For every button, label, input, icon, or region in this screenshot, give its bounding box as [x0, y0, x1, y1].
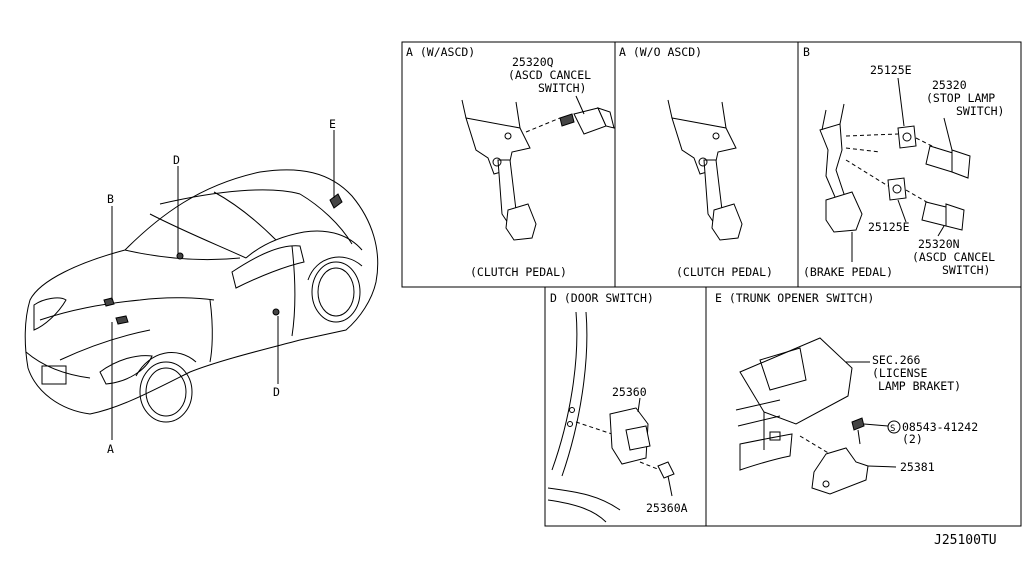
part-25125e-bottom: 25125E: [868, 220, 910, 234]
callout-d: D: [273, 385, 280, 399]
screw-symbol-letter: S: [890, 424, 895, 434]
panel-b: B 25125E 25320 (STOP LAMP SWITCH) 25125E…: [803, 45, 1004, 279]
callout-b: B: [107, 192, 114, 206]
sec-266-desc-1: (LICENSE: [872, 366, 927, 380]
part-25320-desc-1: (STOP LAMP: [926, 91, 995, 105]
callout-d-top: D: [173, 153, 180, 167]
sec-266: SEC.266: [872, 353, 921, 367]
panel-e: E (TRUNK OPENER SWITCH) SEC.266 (LICENSE…: [715, 291, 978, 495]
part-25381: 25381: [900, 460, 935, 474]
part-25320q: 25320Q: [512, 55, 554, 69]
part-25320n: 25320N: [918, 237, 960, 251]
part-25125e-top: 25125E: [870, 63, 912, 77]
panel-d-title: D (DOOR SWITCH): [550, 291, 654, 305]
part-25360: 25360: [612, 385, 647, 399]
panel-a-ascd: A (W/ASCD) 25320Q (ASCD CANCEL SWITCH) (…: [406, 45, 615, 279]
car-illustration: [24, 130, 379, 440]
panel-frames: [401, 41, 1022, 527]
panel-d: D (DOOR SWITCH) 25360 25360A: [547, 291, 688, 523]
panel-a-ascd-title: A (W/ASCD): [406, 45, 475, 59]
part-25320n-desc-1: (ASCD CANCEL: [912, 250, 995, 264]
screw-symbol: [887, 420, 901, 434]
panel-a-no-ascd-title: A (W/O ASCD): [619, 45, 702, 59]
screw-part: 08543-41242: [902, 420, 978, 434]
sec-266-desc-2: LAMP BRAKET): [878, 379, 961, 393]
panel-b-title: B: [803, 45, 810, 59]
diagram-code: J25100TU: [934, 533, 997, 548]
part-25320n-desc-2: SWITCH): [942, 263, 990, 277]
panel-a-ascd-caption: (CLUTCH PEDAL): [470, 265, 567, 279]
panel-e-title: E (TRUNK OPENER SWITCH): [715, 291, 874, 305]
callout-a: A: [107, 442, 114, 456]
part-25320-desc-2: SWITCH): [956, 104, 1004, 118]
panel-a-no-ascd-caption: (CLUTCH PEDAL): [676, 265, 773, 279]
part-25320: 25320: [932, 78, 967, 92]
part-25320q-desc-1: (ASCD CANCEL: [508, 68, 591, 82]
panel-a-no-ascd: A (W/O ASCD) (CLUTCH PEDAL): [619, 45, 773, 279]
part-25320q-desc-2: SWITCH): [538, 81, 586, 95]
screw-qty: (2): [902, 432, 923, 446]
panel-b-caption: (BRAKE PEDAL): [803, 265, 893, 279]
part-25360a: 25360A: [646, 501, 688, 515]
callout-e: E: [329, 117, 336, 131]
